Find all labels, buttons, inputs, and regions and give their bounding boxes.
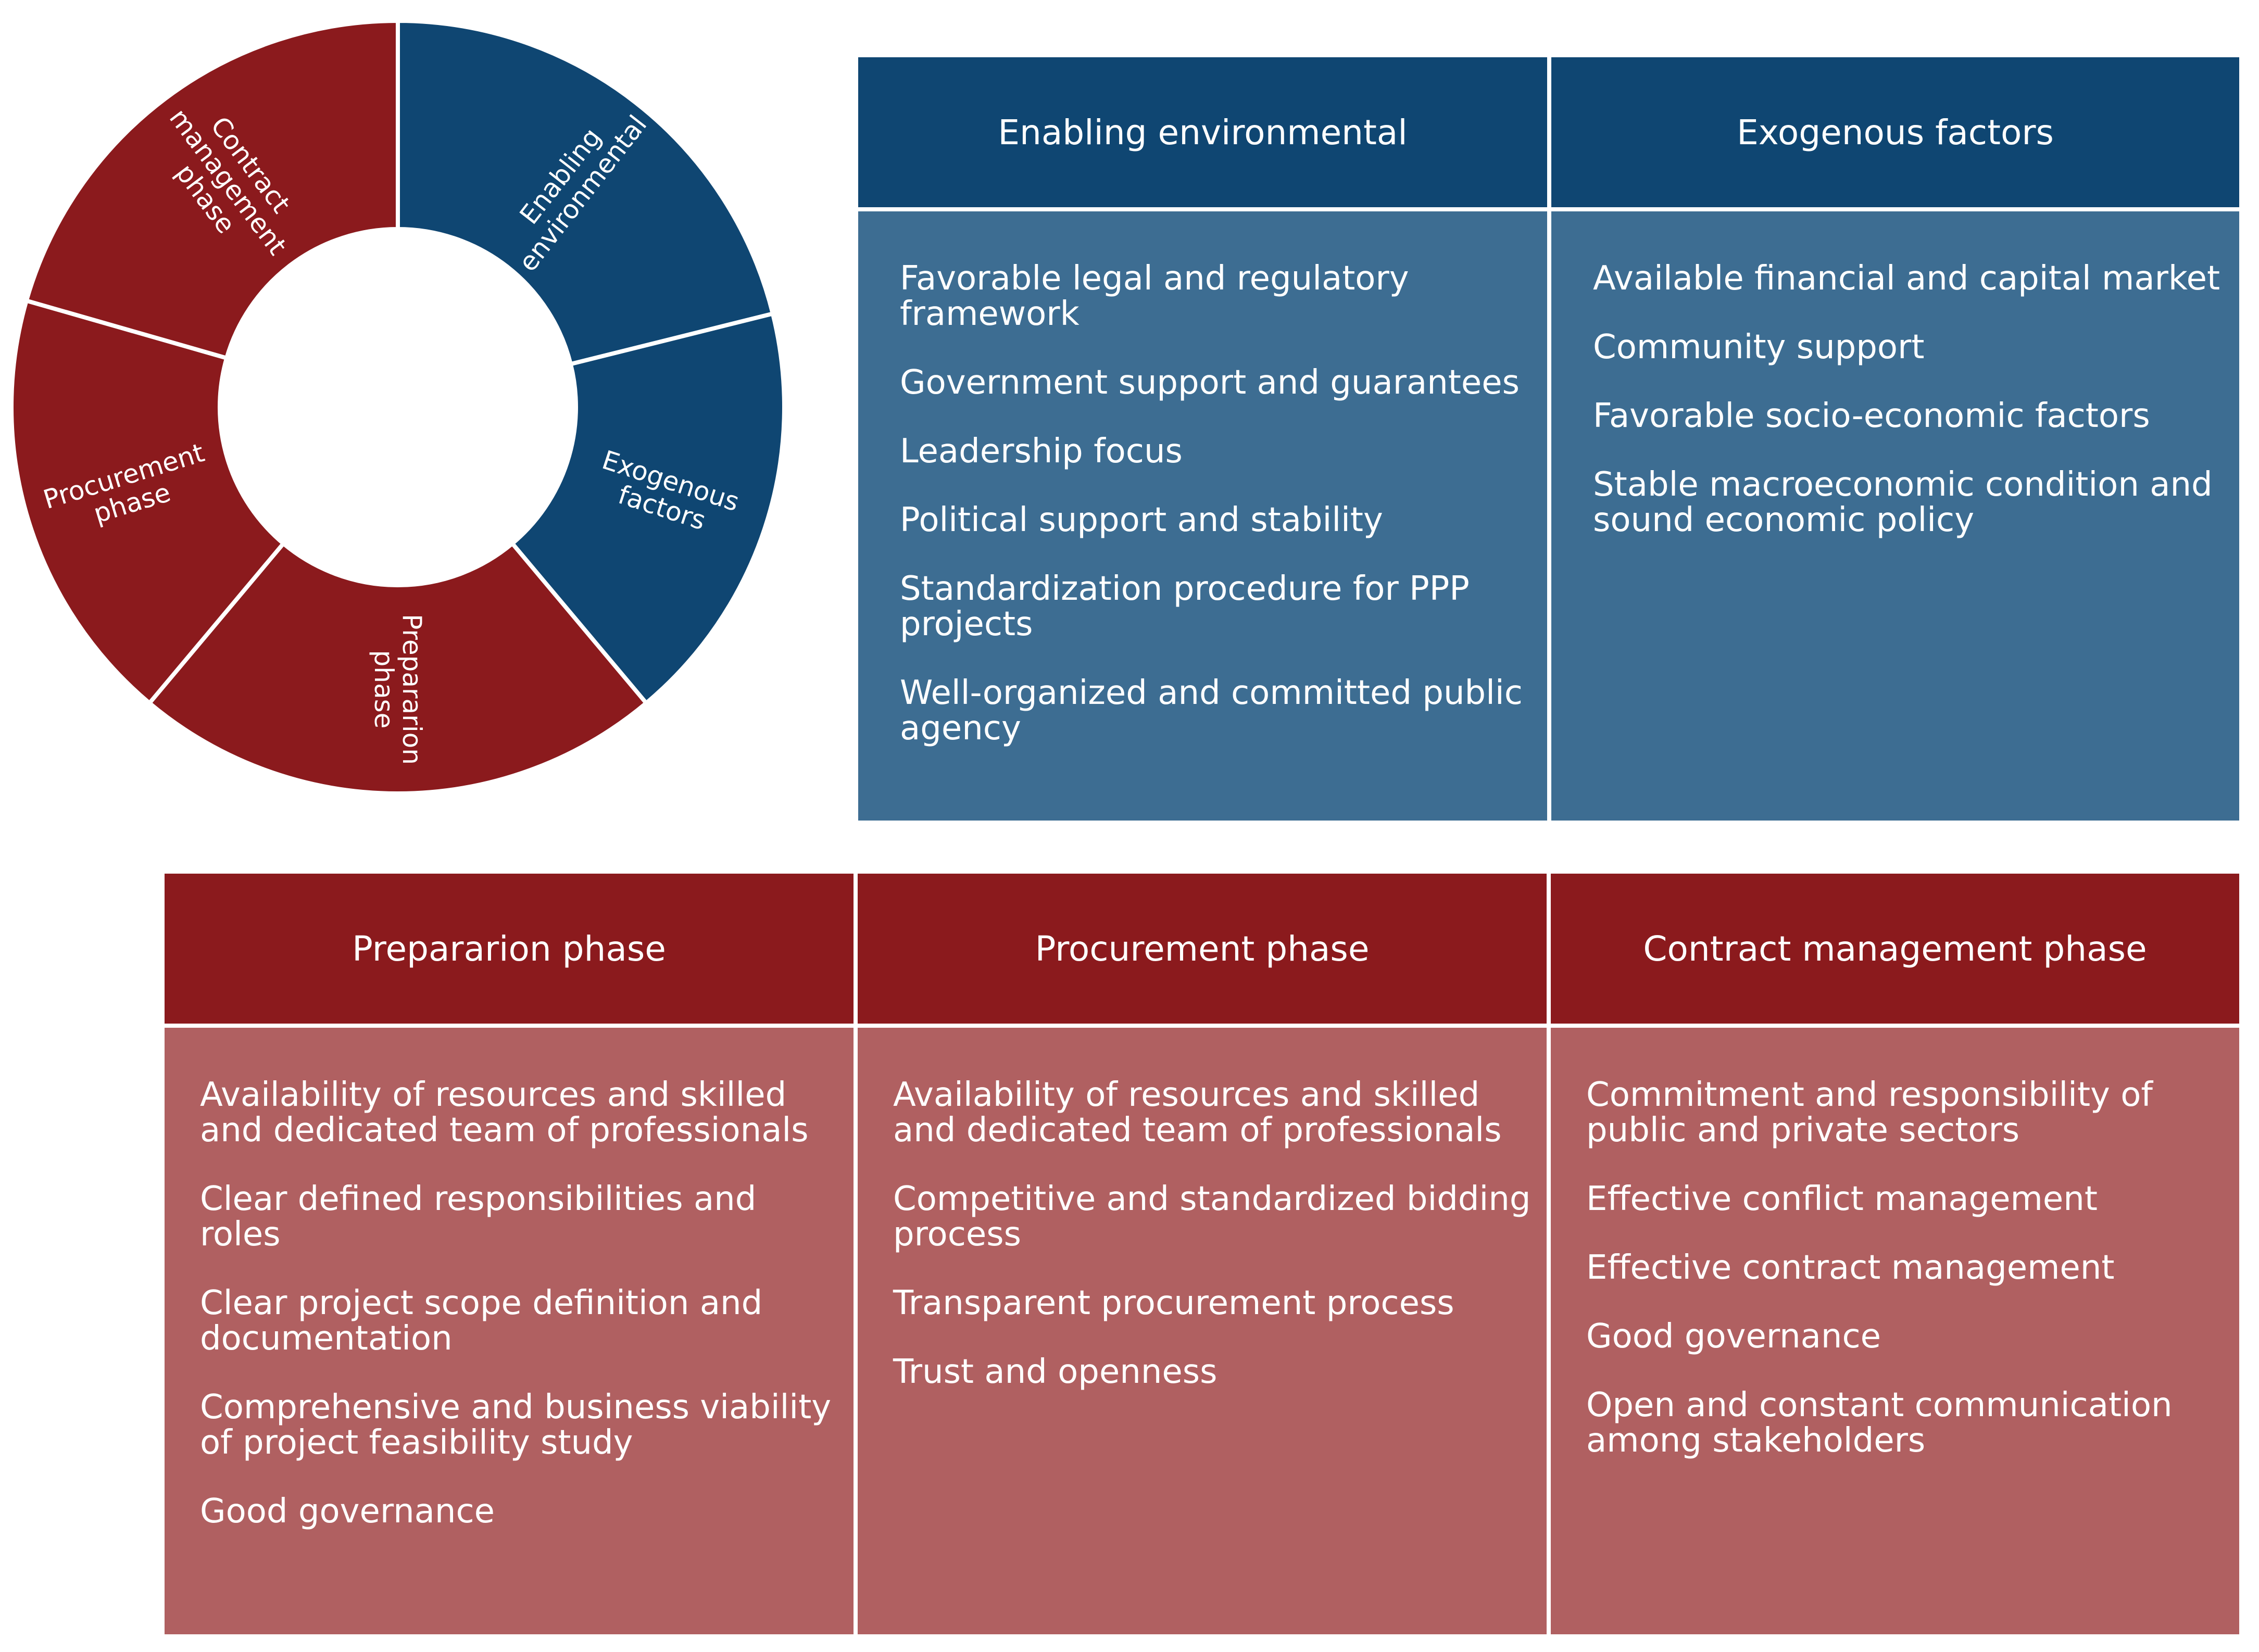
- list-item: Clear project scope definition and docum…: [200, 1284, 763, 1358]
- list-item: Good governance: [200, 1492, 495, 1531]
- phase-wheel: EnablingenvironmentalExogenousfactorsPre…: [9, 18, 786, 796]
- wheel-segment-0: [396, 18, 775, 367]
- bottom-cell-0: Availability of resources and skilled an…: [165, 1028, 854, 1634]
- list-item: Government support and guarantees: [900, 363, 1520, 402]
- list-item: Well-organized and committed public agen…: [900, 674, 1523, 748]
- list-item: Political support and stability: [900, 501, 1383, 539]
- list-item: Availability of resources and skilled an…: [200, 1076, 809, 1150]
- list-item: Community support: [1593, 328, 1925, 367]
- wheel-segment-4: [23, 18, 400, 361]
- list-item: Availability of resources and skilled an…: [893, 1076, 1502, 1150]
- list-item: Competitive and standardized bidding pro…: [893, 1180, 1531, 1254]
- bottom-header-0: Prepararion phase: [165, 874, 854, 1024]
- list-item: Clear defined responsibilities and roles: [200, 1180, 757, 1254]
- list-item: Effective conflict management: [1586, 1180, 2098, 1218]
- bottom-cell-1: Availability of resources and skilled an…: [858, 1028, 1547, 1634]
- list-item: Favorable legal and regulatory framework: [900, 259, 1409, 333]
- top-cell-0: Favorable legal and regulatory framework…: [858, 211, 1547, 821]
- list-item: Commitment and responsibility of public …: [1586, 1076, 2153, 1150]
- wheel-label-2: Prepararionphase: [369, 614, 427, 765]
- list-item: Available financial and capital market: [1593, 259, 2220, 298]
- bottom-header-1: Procurement phase: [858, 874, 1547, 1024]
- top-header-0: Enabling environmental: [858, 57, 1547, 207]
- bottom-cell-2: Commitment and responsibility of public …: [1551, 1028, 2239, 1634]
- list-item: Effective contract management: [1586, 1249, 2115, 1287]
- list-item: Leadership focus: [900, 432, 1183, 471]
- list-item: Stable macroeconomic condition and sound…: [1593, 465, 2213, 539]
- list-item: Open and constant communication among st…: [1586, 1386, 2173, 1460]
- list-item: Transparent procurement process: [893, 1284, 1454, 1322]
- list-item: Standardization procedure for PPP projec…: [900, 570, 1470, 644]
- wheel-segment-2: [146, 540, 649, 796]
- list-item: Good governance: [1586, 1317, 1881, 1356]
- list-item: Favorable socio-economic factors: [1593, 397, 2150, 435]
- top-header-1: Exogenous factors: [1551, 57, 2239, 207]
- list-item: Comprehensive and business viability of …: [200, 1388, 832, 1462]
- wheel-segment-3: [9, 298, 286, 707]
- wheel-segment-1: [509, 311, 786, 707]
- bottom-header-2: Contract management phase: [1551, 874, 2239, 1024]
- list-item: Trust and openness: [893, 1353, 1218, 1391]
